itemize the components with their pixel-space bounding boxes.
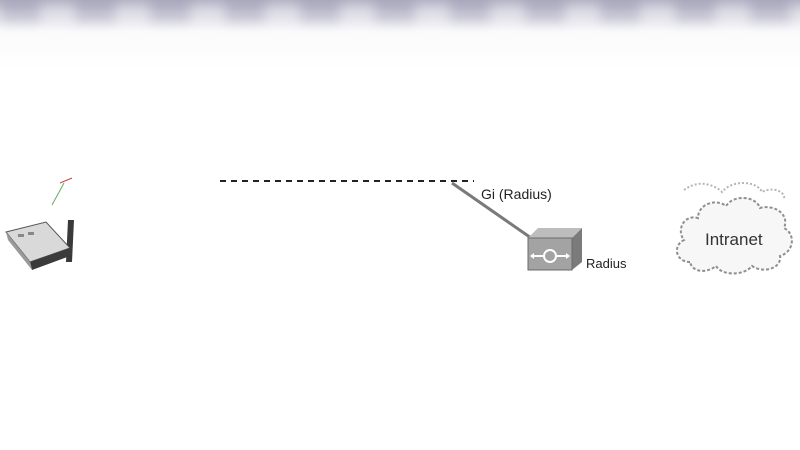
wireless-router-icon (5, 177, 74, 270)
gi-link-line (451, 181, 535, 242)
radius-server-label: Radius (586, 256, 627, 271)
gi-link-label: Gi (Radius) (481, 186, 552, 202)
intranet-cloud-icon (675, 182, 793, 275)
blurred-header-texture (0, 0, 800, 22)
radius-server-icon (527, 228, 582, 271)
intranet-cloud-label: Intranet (705, 230, 763, 249)
blurred-header-strip (0, 0, 800, 70)
